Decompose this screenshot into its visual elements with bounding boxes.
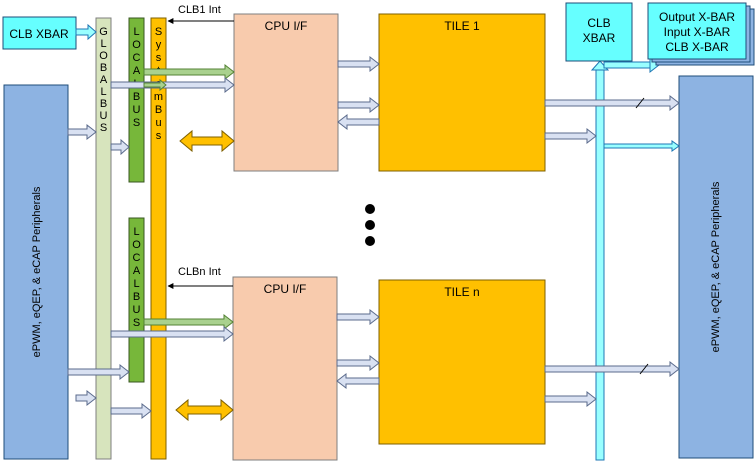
cpuif-to-tilen-arrow-2 [336, 354, 380, 372]
global-bus-letter: O [99, 50, 108, 62]
tilen-to-cpuif-arrow [336, 372, 380, 390]
tilen-to-periph-arrow [544, 360, 680, 378]
clb1-int-label: CLB1 Int [178, 4, 221, 16]
clb-xbar-label: CLB X-BAR [665, 40, 729, 54]
bus-arrows [67, 23, 680, 422]
tile1-to-cpuif-arrow [337, 113, 380, 131]
local-bus-bottom-letter: C [133, 252, 141, 264]
global-bus-letter: B [100, 62, 107, 74]
tilen-to-cyanbus-arrow [544, 390, 597, 408]
cpuif-to-tile1-arrow-2 [337, 96, 380, 114]
bus-width-slash [639, 363, 649, 375]
local-bus-bottom-letter: L [133, 226, 139, 238]
global-to-cpuif-arrow-top [110, 76, 235, 94]
input-xbar-label: Input X-BAR [664, 25, 731, 39]
periph-to-local-arrow-bottom [67, 363, 130, 381]
ellipsis-dots [365, 204, 375, 246]
local-bus-bottom-letter: U [133, 304, 141, 316]
peripherals-left-block: ePWM, eQEP, & eCAP Peripherals [3, 84, 69, 460]
system-bus-letter: B [155, 104, 162, 116]
global-bus-letter: L [100, 86, 106, 98]
peripherals-left-label: ePWM, eQEP, & eCAP Peripherals [31, 186, 43, 357]
xbar-stack-block: Output X-BAR Input X-BAR CLB X-BAR [647, 2, 755, 66]
local-bus-bottom-letter: L [133, 278, 139, 290]
clb-xbar-left-block: CLB XBAR [2, 16, 77, 50]
output-xbar-label: Output X-BAR [659, 10, 735, 24]
tile1-to-cyanbus-arrow [544, 127, 597, 145]
system-bus-letter: S [155, 26, 162, 38]
global-bus-letter: L [100, 38, 106, 50]
global-bus-letter: A [100, 74, 108, 86]
cyan-vertical-bus [590, 56, 660, 461]
local-bus-top-letter: L [133, 26, 139, 38]
system-bus-letter: s [156, 130, 162, 142]
system-bus: SystemBus [150, 17, 167, 460]
local-bus-bottom-letter: O [132, 239, 141, 251]
global-to-system-arrow-bottom [110, 402, 152, 420]
local-bus-bottom-letter: B [133, 291, 140, 303]
local-bus-top-letter: C [133, 52, 141, 64]
system-bus-letter: s [156, 52, 162, 64]
cpu-if-top-label: CPU I/F [265, 19, 308, 33]
cpu-if-bottom-label: CPU I/F [264, 282, 307, 296]
system-bus-letter: y [156, 39, 162, 51]
cpuif-to-tile1-arrow-1 [337, 55, 380, 73]
cyanbus-to-periph-arrow [603, 140, 680, 152]
local-to-cpuif-arrow-bottom-1 [143, 313, 234, 331]
tile1-to-periph-arrow [544, 94, 680, 112]
global-bus-letter: G [99, 26, 108, 38]
clb-xbar-left-label: CLB XBAR [9, 27, 69, 41]
global-bus-letter: U [100, 110, 108, 122]
cpuif-to-tilen-arrow-1 [336, 308, 380, 326]
clbn-int-signal: CLBn Int [167, 266, 233, 289]
local-bus-bottom-letter: A [133, 265, 141, 277]
clb-xbar-right-block: CLB XBAR [565, 2, 633, 62]
system-cpuif-bidir-arrow-bottom [175, 398, 234, 422]
local-to-system-arrow-top [143, 78, 167, 92]
tile-n-label: TILE n [444, 285, 479, 299]
local-bus-top-letter: A [133, 65, 141, 77]
peripherals-right-block: ePWM, eQEP, & eCAP Peripherals [678, 75, 754, 459]
local-to-cpuif-arrow-top-1 [143, 63, 235, 81]
tile-1-block: TILE 1 [378, 13, 546, 172]
clb-xbar-right-label-1: CLB [587, 16, 610, 30]
tile-1-label: TILE 1 [444, 19, 480, 33]
global-to-cpuif-arrow-bottom [110, 325, 234, 343]
local-bus-bottom-letter: S [133, 317, 140, 329]
bus-width-slash [635, 97, 645, 109]
cpu-if-top-block: CPU I/F [233, 13, 339, 172]
global-to-local-arrow-top [110, 138, 130, 156]
peripherals-right-label: ePWM, eQEP, & eCAP Peripherals [710, 181, 722, 352]
global-bus-letter: S [100, 122, 107, 134]
system-cpuif-bidir-arrow-top [179, 129, 235, 153]
local-bus-top-letter: B [133, 91, 140, 103]
clb-xbar-right-label-2: XBAR [583, 31, 616, 45]
local-bus-top-letter: O [132, 39, 141, 51]
local-bus-top-letter: S [133, 117, 140, 129]
periph-to-global-arrow-bottom [75, 389, 97, 407]
local-bus-top-letter: U [133, 104, 141, 116]
xbar-to-global-arrow [75, 23, 97, 41]
system-bus-letter: m [154, 91, 163, 103]
clb1-int-signal: CLB1 Int [167, 4, 234, 24]
tile-n-block: TILE n [378, 279, 546, 445]
clbn-int-label: CLBn Int [178, 266, 221, 278]
global-bus-letter: B [100, 98, 107, 110]
periph-to-global-arrow-top [67, 123, 97, 141]
system-bus-letter: u [155, 117, 161, 129]
cpu-if-bottom-block: CPU I/F [232, 276, 338, 461]
